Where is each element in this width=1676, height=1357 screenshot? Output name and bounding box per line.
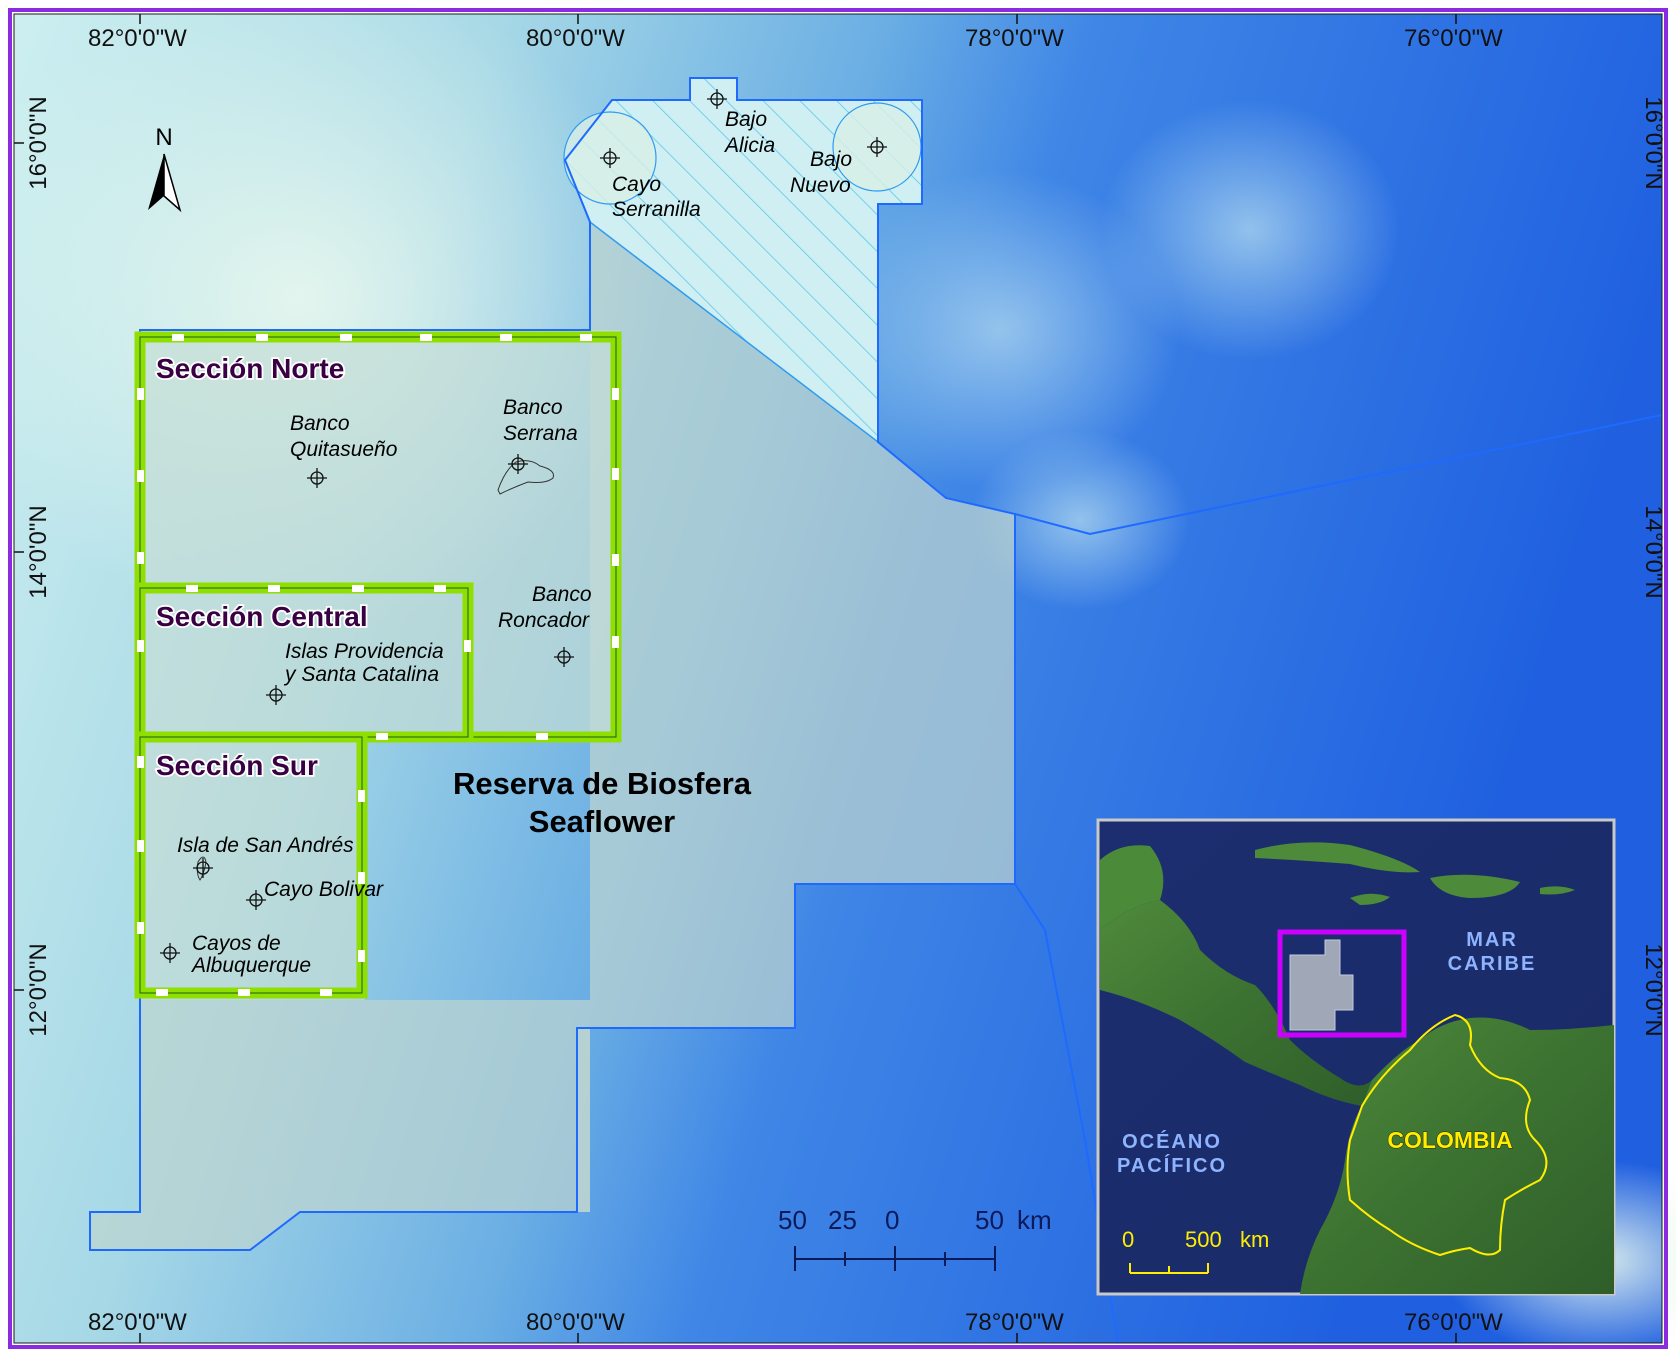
marker-banco-roncador xyxy=(554,647,574,667)
reserve-area-south xyxy=(90,1000,590,1250)
scale-label-50-left: 50 xyxy=(778,1205,807,1235)
marker-cayo-bolivar xyxy=(246,890,266,910)
label-cayo-serranilla-1: Cayo xyxy=(612,173,661,196)
north-arrow: N xyxy=(148,124,182,213)
scale-label-0: 0 xyxy=(885,1205,899,1235)
maritime-boundary xyxy=(1014,414,1663,536)
lon-label-top-80w: 80°0'0"W xyxy=(526,25,625,52)
inset-land-hispaniola xyxy=(1430,874,1520,898)
section-sur-title: Sección Sur xyxy=(156,750,318,781)
label-providencia-2: y Santa Catalina xyxy=(283,663,439,686)
lat-label-right-12n: 12°0'0"N xyxy=(1640,943,1667,1036)
label-banco-quitasueno-1: Banco xyxy=(290,412,350,435)
section-sur-border xyxy=(134,731,368,999)
inset-label-pacifico: PACÍFICO xyxy=(1117,1154,1227,1177)
marker-san-andres xyxy=(193,858,213,878)
lat-label-right-14n: 14°0'0"N xyxy=(1640,505,1667,598)
reserve-title-2: Seaflower xyxy=(529,804,675,839)
inset-label-mar: MAR xyxy=(1466,929,1518,951)
label-banco-roncador-2: Roncador xyxy=(498,609,590,632)
lon-label-bottom-78w: 78°0'0"W xyxy=(965,1309,1064,1336)
north-arrow-left-icon xyxy=(148,154,164,210)
label-bajo-alicia-1: Bajo xyxy=(725,108,767,131)
reserve-area-west xyxy=(140,330,620,1000)
inset-reserve-area xyxy=(1289,939,1354,1031)
marker-albuquerque xyxy=(160,943,180,963)
marker-banco-serrana xyxy=(508,454,528,474)
label-banco-roncador-1: Banco xyxy=(532,583,592,606)
inset-label-oceano: OCÉANO xyxy=(1122,1130,1222,1153)
marker-bajo-nuevo xyxy=(867,137,887,157)
lat-label-left-16n: 16°0'0"N xyxy=(25,96,52,189)
lon-label-bottom-76w: 76°0'0"W xyxy=(1404,1309,1503,1336)
scale-label-50-right: 50 xyxy=(975,1205,1004,1235)
label-albuquerque-1: Cayos de xyxy=(192,932,281,955)
map-frame xyxy=(8,8,1668,1349)
seamount-glow xyxy=(1100,100,1400,360)
inset-map: MAR CARIBE OCÉANO PACÍFICO COLOMBIA 0 50… xyxy=(1096,818,1616,1296)
inset-highlight-box xyxy=(1277,929,1407,1038)
inset-scale-value: 500 xyxy=(1185,1227,1222,1252)
label-banco-serrana-1: Banco xyxy=(503,396,563,419)
label-cayo-serranilla-2: Serranilla xyxy=(612,198,701,221)
inset-land-central-america xyxy=(1100,900,1375,1106)
label-san-andres: Isla de San Andrés xyxy=(177,834,354,857)
graticule-ticks xyxy=(14,14,1662,1343)
reserve-area xyxy=(565,78,1015,1212)
seamount-glow xyxy=(820,170,1180,490)
lon-label-top-82w: 82°0'0"W xyxy=(88,25,187,52)
place-markers xyxy=(160,89,887,963)
lon-label-bottom-80w: 80°0'0"W xyxy=(526,1309,625,1336)
label-bajo-nuevo-1: Bajo xyxy=(810,148,852,171)
marker-bajo-alicia xyxy=(707,89,727,109)
inset-scale-unit: km xyxy=(1240,1227,1269,1252)
scale-label-25: 25 xyxy=(828,1205,857,1235)
inset-land-cuba xyxy=(1255,842,1420,873)
north-label: N xyxy=(155,124,172,151)
map-neatline xyxy=(13,13,1663,1344)
label-providencia-1: Islas Providencia xyxy=(285,640,444,663)
marker-cayo-serranilla xyxy=(600,148,620,168)
inset-land-jamaica xyxy=(1350,893,1390,905)
lat-label-right-16n: 16°0'0"N xyxy=(1640,96,1667,189)
label-banco-quitasueno-2: Quitasueño xyxy=(290,438,398,461)
scale-unit: km xyxy=(1017,1205,1052,1235)
label-banco-serrana-2: Serrana xyxy=(503,422,578,445)
section-central-title: Sección Central xyxy=(156,601,368,632)
inset-land-south-america xyxy=(1300,1017,1614,1294)
inset-land-mexico xyxy=(1100,845,1164,930)
label-albuquerque-2: Albuquerque xyxy=(190,954,311,977)
label-cayo-bolivar: Cayo Bolivar xyxy=(264,878,384,901)
inset-scale-zero: 0 xyxy=(1122,1227,1134,1252)
lon-label-top-76w: 76°0'0"W xyxy=(1404,25,1503,52)
seamount-glow xyxy=(970,430,1190,610)
lon-label-top-78w: 78°0'0"W xyxy=(965,25,1064,52)
lat-label-left-12n: 12°0'0"N xyxy=(25,943,52,1036)
inset-label-caribe: CARIBE xyxy=(1448,953,1537,975)
inset-label-colombia: COLOMBIA xyxy=(1387,1127,1512,1153)
marker-providencia xyxy=(266,685,286,705)
section-norte-title: Sección Norte xyxy=(156,353,344,384)
lat-label-left-14n: 14°0'0"N xyxy=(25,505,52,598)
scale-bar: 50 25 0 50 km xyxy=(778,1205,1052,1271)
banco-serrana-outline xyxy=(497,460,554,495)
inset-land-puerto-rico xyxy=(1540,886,1575,895)
label-bajo-nuevo-2: Nuevo xyxy=(790,174,851,197)
marker-banco-quitasueno xyxy=(307,468,327,488)
north-arrow-right-icon xyxy=(163,153,182,213)
label-bajo-alicia-2: Alicia xyxy=(723,134,775,157)
lon-label-bottom-82w: 82°0'0"W xyxy=(88,1309,187,1336)
reserve-title-1: Reserva de Biosfera xyxy=(453,766,752,801)
inset-colombia-border xyxy=(1346,1013,1548,1257)
